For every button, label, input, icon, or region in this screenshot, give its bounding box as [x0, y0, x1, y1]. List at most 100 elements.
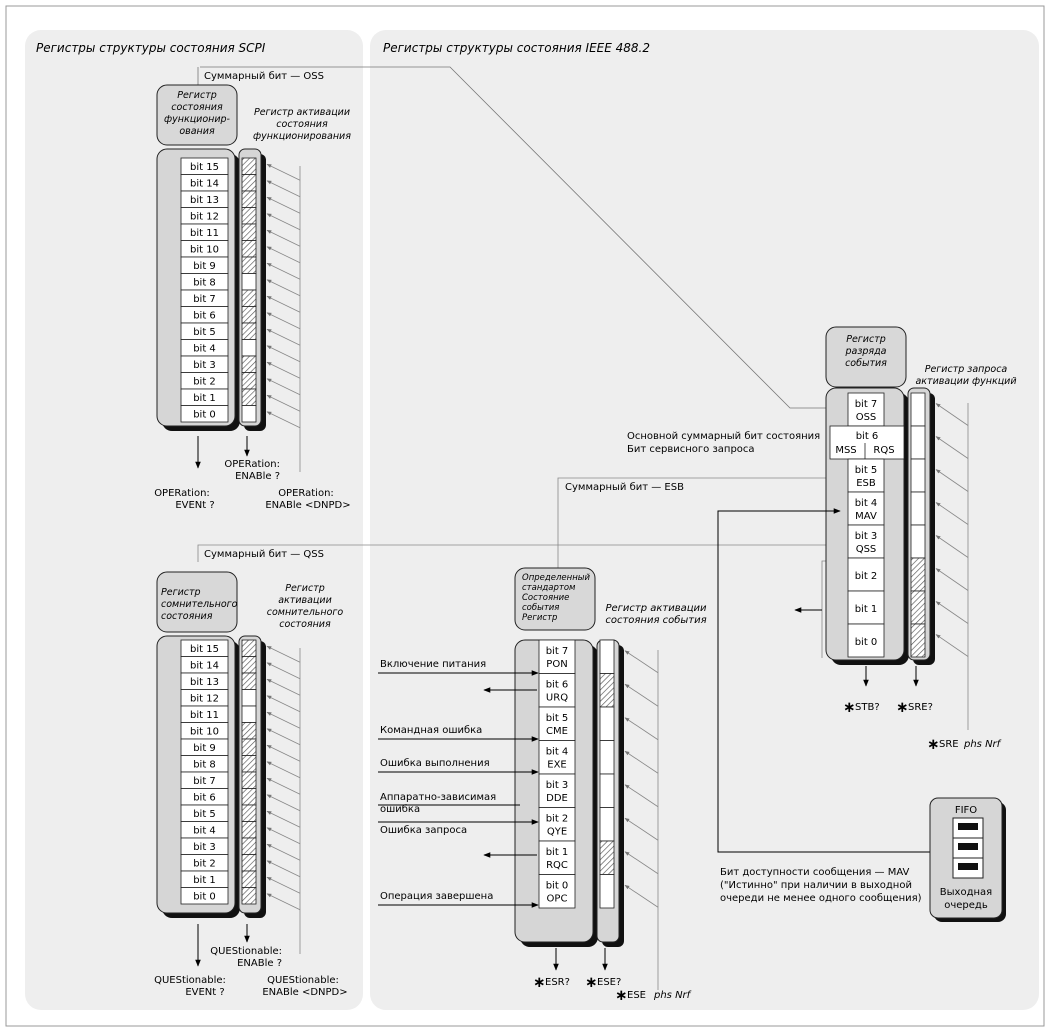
stb-query[interactable]: STB? — [855, 702, 880, 713]
enable-bit-cell — [241, 656, 257, 674]
sre-cmd-star-icon: ∗ — [927, 735, 940, 753]
enable-input-arrow — [266, 229, 301, 247]
operation-enable-query[interactable]: OPERation: — [224, 459, 280, 470]
rqs-label: RQS — [873, 445, 894, 456]
sb-bit-cell — [847, 623, 885, 658]
questionable-event-query[interactable]: QUEStionable: — [154, 975, 226, 986]
esr-bit-name: EXE — [547, 760, 567, 771]
enable-input-arrow — [266, 279, 301, 297]
bit-label: bit 15 — [190, 162, 219, 173]
sb-reg-title-line: события — [845, 358, 887, 369]
operation-enable-query-2[interactable]: ENABle ? — [235, 471, 280, 482]
fifo-group: Бит доступности сообщения — MAV ("Истинн… — [717, 508, 1006, 922]
ese-input-arrow — [624, 784, 659, 808]
bit-label: bit 3 — [193, 360, 216, 371]
sb-bit-cell — [847, 491, 885, 526]
mss-note: Основной суммарный бит состояния — [627, 431, 820, 442]
bit-label: bit 9 — [193, 743, 216, 754]
status-byte-enable-arrows — [935, 403, 969, 730]
enable-input-arrow — [266, 328, 301, 346]
sre-cmd[interactable]: SRE — [939, 739, 959, 750]
sb-bit-name: QSS — [856, 544, 877, 555]
rqs-note: Бит сервисного запроса — [627, 444, 755, 455]
sb-bit-label: bit 3 — [855, 531, 878, 542]
bit-label: bit 11 — [190, 710, 219, 721]
enable-input-arrow — [266, 876, 301, 894]
questionable-enable-query[interactable]: QUEStionable: — [210, 946, 282, 957]
questionable-register-title-box — [156, 571, 238, 633]
event-inputs — [378, 670, 539, 908]
input-cme: Командная ошибка — [380, 725, 482, 736]
ese-bit-cell — [599, 773, 615, 808]
enable-bit-cell — [241, 273, 257, 291]
operation-event-query[interactable]: OPERation: — [154, 488, 210, 499]
questionable-enable-cmd-2[interactable]: ENABle <DNPD> — [262, 987, 347, 998]
enable-input-arrow — [266, 180, 301, 198]
enable-input-arrow — [266, 345, 301, 363]
enable-bit-cell — [241, 722, 257, 740]
esb-summary-label: Суммарный бит — ESB — [565, 482, 684, 493]
sre-query[interactable]: SRE? — [908, 702, 933, 713]
sre-bit-cell — [910, 425, 926, 460]
questionable-enable-query-2[interactable]: ENABle ? — [237, 958, 282, 969]
esr-bit-label: bit 5 — [546, 713, 569, 724]
enable-input-arrow — [266, 711, 301, 729]
sre-bit-cell — [910, 590, 926, 625]
questionable-event-query-2[interactable]: EVENt ? — [185, 987, 224, 998]
esr-star-icon: ∗ — [533, 973, 546, 991]
sb-bit-label: bit 5 — [855, 465, 878, 476]
esr-bit-cell — [538, 673, 576, 708]
q-en-title-line: сомнительного — [267, 607, 344, 618]
event-status-enable-cells — [599, 639, 615, 909]
bit-label: bit 10 — [190, 245, 219, 256]
sb-bit-label: bit 6 — [856, 431, 879, 442]
fifo-title: FIFO — [955, 805, 977, 816]
sb-bit-cell — [847, 392, 885, 427]
enable-bit-cell — [241, 355, 257, 373]
esr-bit-name: URQ — [546, 693, 568, 704]
sre-bit-cell — [910, 458, 926, 493]
esr-reg-title-line: события — [522, 603, 559, 613]
enable-input-arrow — [266, 794, 301, 812]
operation-enable-cmd-2[interactable]: ENABle <DNPD> — [265, 500, 350, 511]
bit-label: bit 2 — [193, 859, 216, 870]
esr-reg-title-line: Регистр — [522, 613, 557, 623]
bit-label: bit 9 — [193, 261, 216, 272]
operation-event-query-2[interactable]: EVENt ? — [175, 500, 214, 511]
operation-register-title-box — [156, 84, 238, 146]
sre-input-arrow — [935, 502, 969, 525]
esr-bit-name: CME — [546, 726, 568, 737]
ese-cmd[interactable]: ESE — [627, 990, 646, 1001]
enable-input-arrow — [266, 893, 301, 911]
bit-label: bit 1 — [193, 393, 216, 404]
esr-bit-cell — [538, 773, 576, 808]
bit-label: bit 2 — [193, 377, 216, 388]
sre-bit-cell — [910, 623, 926, 658]
enable-bit-cell — [241, 174, 257, 192]
operation-enable-cmd[interactable]: OPERation: — [278, 488, 334, 499]
questionable-enable-cmd[interactable]: QUEStionable: — [267, 975, 339, 986]
op-reg-title-line: состояния — [171, 102, 223, 113]
bit-label: bit 14 — [190, 661, 219, 672]
bit-label: bit 12 — [190, 212, 219, 223]
input-dde-2: ошибка — [380, 804, 420, 815]
sb-bit-name: OSS — [856, 412, 877, 423]
sb-bit-label: bit 1 — [855, 604, 878, 615]
esr-bit-label: bit 3 — [546, 780, 569, 791]
esr-bit-name: RQC — [546, 860, 568, 871]
ese-bit-cell — [599, 706, 615, 741]
enable-bit-cell — [241, 306, 257, 324]
esr-bit-label: bit 4 — [546, 747, 569, 758]
ese-bit-cell — [599, 807, 615, 842]
enable-bit-cell — [241, 788, 257, 806]
q-en-title-line: Регистр — [285, 583, 325, 594]
enable-bit-cell — [241, 322, 257, 340]
ese-query[interactable]: ESE? — [597, 977, 621, 988]
sre-input-arrow — [935, 436, 969, 459]
op-reg-title-line: функционир- — [164, 114, 231, 125]
esr-query[interactable]: ESR? — [545, 977, 570, 988]
